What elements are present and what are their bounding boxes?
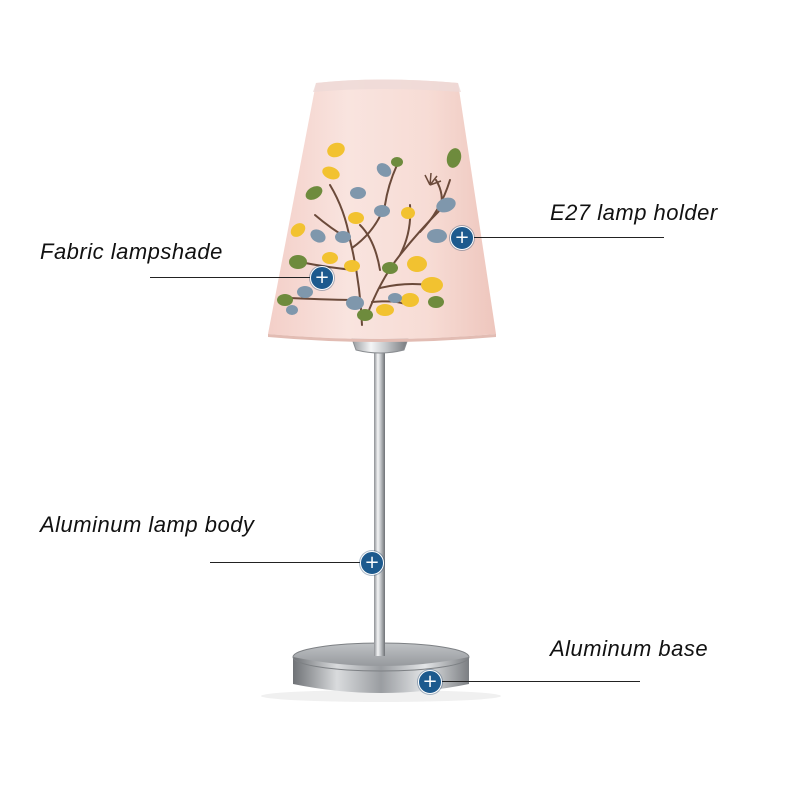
plus-icon: + <box>314 267 330 288</box>
plus-icon: + <box>422 671 438 692</box>
aluminum-lamp-body-hotspot[interactable]: + <box>360 551 384 575</box>
base-shadow <box>261 690 501 702</box>
e27-lamp-holder-label: E27 lamp holder <box>550 200 718 225</box>
aluminum-base-hotspot[interactable]: + <box>418 670 442 694</box>
leader-line-fabric-lampshade <box>150 277 310 278</box>
leader-line-aluminum-base <box>440 681 640 682</box>
plus-icon: + <box>364 552 380 573</box>
aluminum-lamp-body-pole <box>374 350 385 656</box>
aluminum-base-label: Aluminum base <box>550 636 709 661</box>
fabric-lampshade-label: Fabric lampshade <box>40 239 223 264</box>
leaf-pattern <box>277 142 462 321</box>
plus-icon: + <box>454 227 470 248</box>
aluminum-lamp-body-label: Aluminum lamp body <box>40 512 255 537</box>
leader-line-e27-lamp-holder <box>472 237 664 238</box>
fabric-lampshade-hotspot[interactable]: + <box>310 266 334 290</box>
e27-lamp-holder-hotspot[interactable]: + <box>450 226 474 250</box>
leader-line-aluminum-lamp-body <box>210 562 360 563</box>
